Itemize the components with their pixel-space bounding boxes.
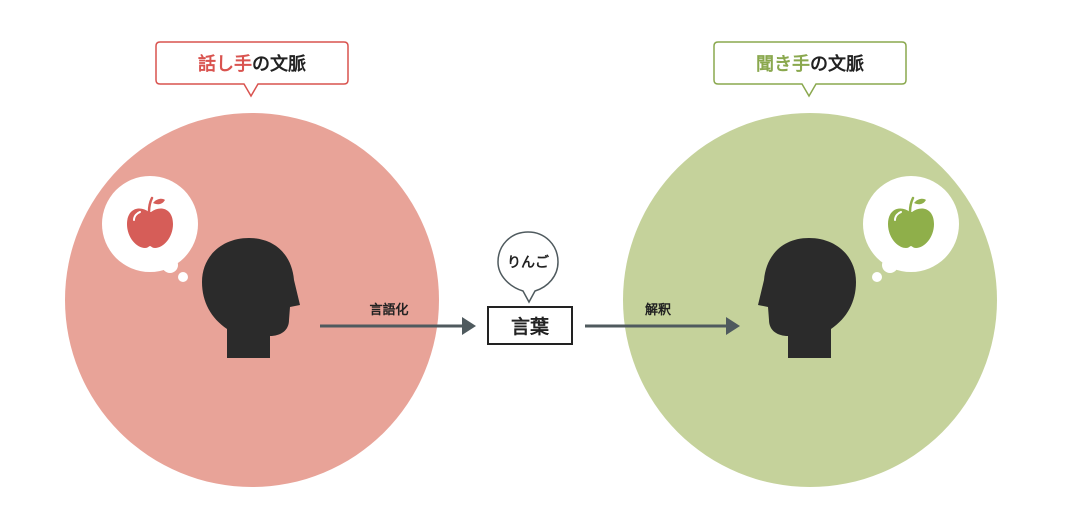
speaker-label: 話し手の文脈 [198, 53, 306, 75]
speaker-context: 話し手の文脈 [65, 41, 439, 487]
listener-thought-bubble [863, 176, 959, 282]
speaker-label-rest: の文脈 [252, 53, 306, 75]
listener-context: 聞き手の文脈 [623, 41, 997, 487]
word-speech-bubble: りんご [497, 231, 559, 304]
listener-label-accent: 聞き手 [756, 53, 810, 75]
word-label: 言葉 [511, 315, 550, 338]
listener-label-box [713, 41, 907, 98]
listener-head-icon [758, 238, 856, 358]
apple-icon [888, 196, 934, 248]
speaker-label-callout: 話し手の文脈 [155, 41, 349, 98]
word-bubble-text: りんご [507, 254, 550, 271]
listener-label-callout: 聞き手の文脈 [713, 41, 907, 98]
decode-label: 解釈 [644, 302, 672, 318]
speaker-label-accent: 話し手 [198, 53, 252, 75]
listener-label-rest: の文脈 [810, 53, 864, 75]
decode-arrow [585, 317, 740, 335]
speaker-label-box [155, 41, 349, 98]
speaker-head-icon [202, 238, 300, 358]
encode-label: 言語化 [369, 302, 408, 318]
speaker-thought-bubble [102, 176, 198, 282]
encode-arrow [320, 317, 476, 335]
apple-icon [127, 196, 173, 248]
listener-label: 聞き手の文脈 [756, 53, 864, 75]
word-box: 言葉 [487, 306, 573, 345]
